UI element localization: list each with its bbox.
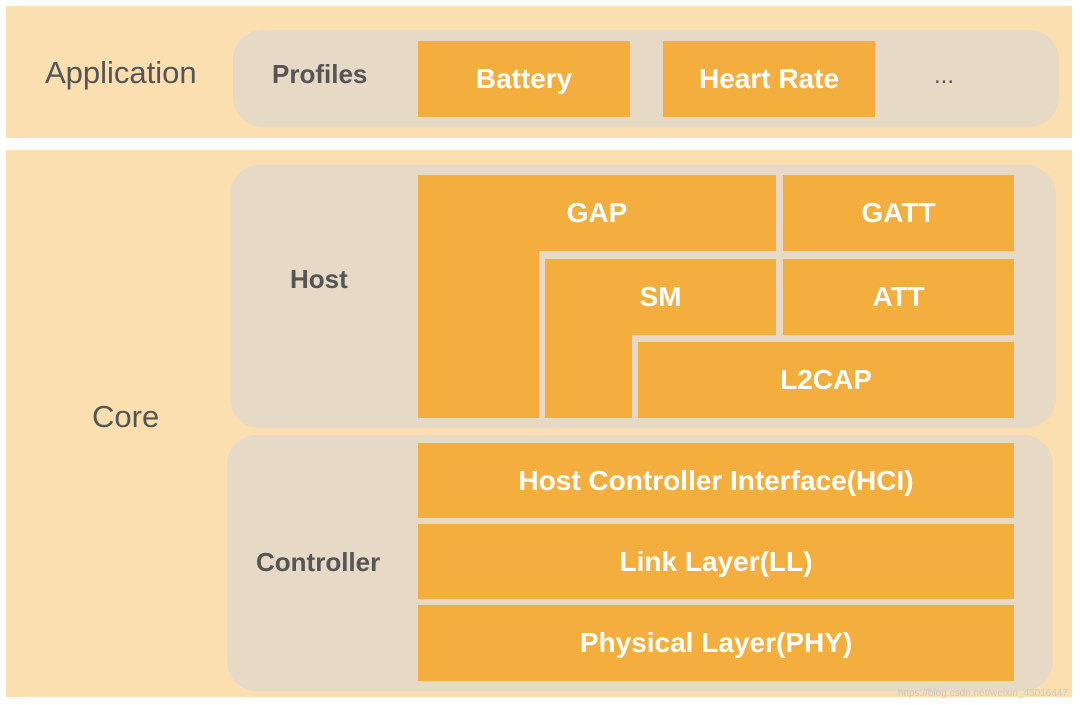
- sm-label: SM: [639, 281, 682, 312]
- physical-layer-block: Physical Layer(PHY): [418, 605, 1014, 681]
- application-label: Application: [45, 55, 197, 90]
- gatt-block: GATT: [783, 175, 1014, 251]
- profile-heart-rate-block: Heart Rate: [663, 41, 875, 117]
- host-label: Host: [290, 264, 348, 294]
- sm-block-extension: [545, 335, 632, 418]
- gap-label: GAP: [566, 197, 628, 228]
- core-label: Core: [92, 399, 160, 434]
- link-layer-label: Link Layer(LL): [619, 545, 813, 577]
- link-layer-block: Link Layer(LL): [418, 524, 1014, 599]
- profile-battery-block: Battery: [418, 41, 630, 117]
- profile-battery-label: Battery: [475, 63, 573, 94]
- hci-label: Host Controller Interface(HCI): [518, 464, 914, 496]
- gap-block-extension: [418, 251, 539, 418]
- gatt-label: GATT: [861, 197, 936, 228]
- hci-block: Host Controller Interface(HCI): [418, 443, 1014, 518]
- profiles-group: [233, 30, 1059, 127]
- physical-layer-label: Physical Layer(PHY): [579, 627, 853, 658]
- profiles-label: Profiles: [272, 59, 368, 89]
- profile-heart-rate-label: Heart Rate: [698, 63, 840, 94]
- watermark-text: https://blog.csdn.net/weixin_45016447: [897, 688, 1068, 699]
- l2cap-label: L2CAP: [780, 364, 872, 395]
- sm-block: SM: [545, 259, 776, 335]
- att-block: ATT: [783, 259, 1014, 335]
- gap-block: GAP: [418, 175, 776, 251]
- att-label: ATT: [872, 281, 925, 312]
- profiles-more-ellipsis: ...: [934, 62, 955, 89]
- controller-label: Controller: [256, 547, 381, 577]
- l2cap-block: L2CAP: [638, 342, 1014, 418]
